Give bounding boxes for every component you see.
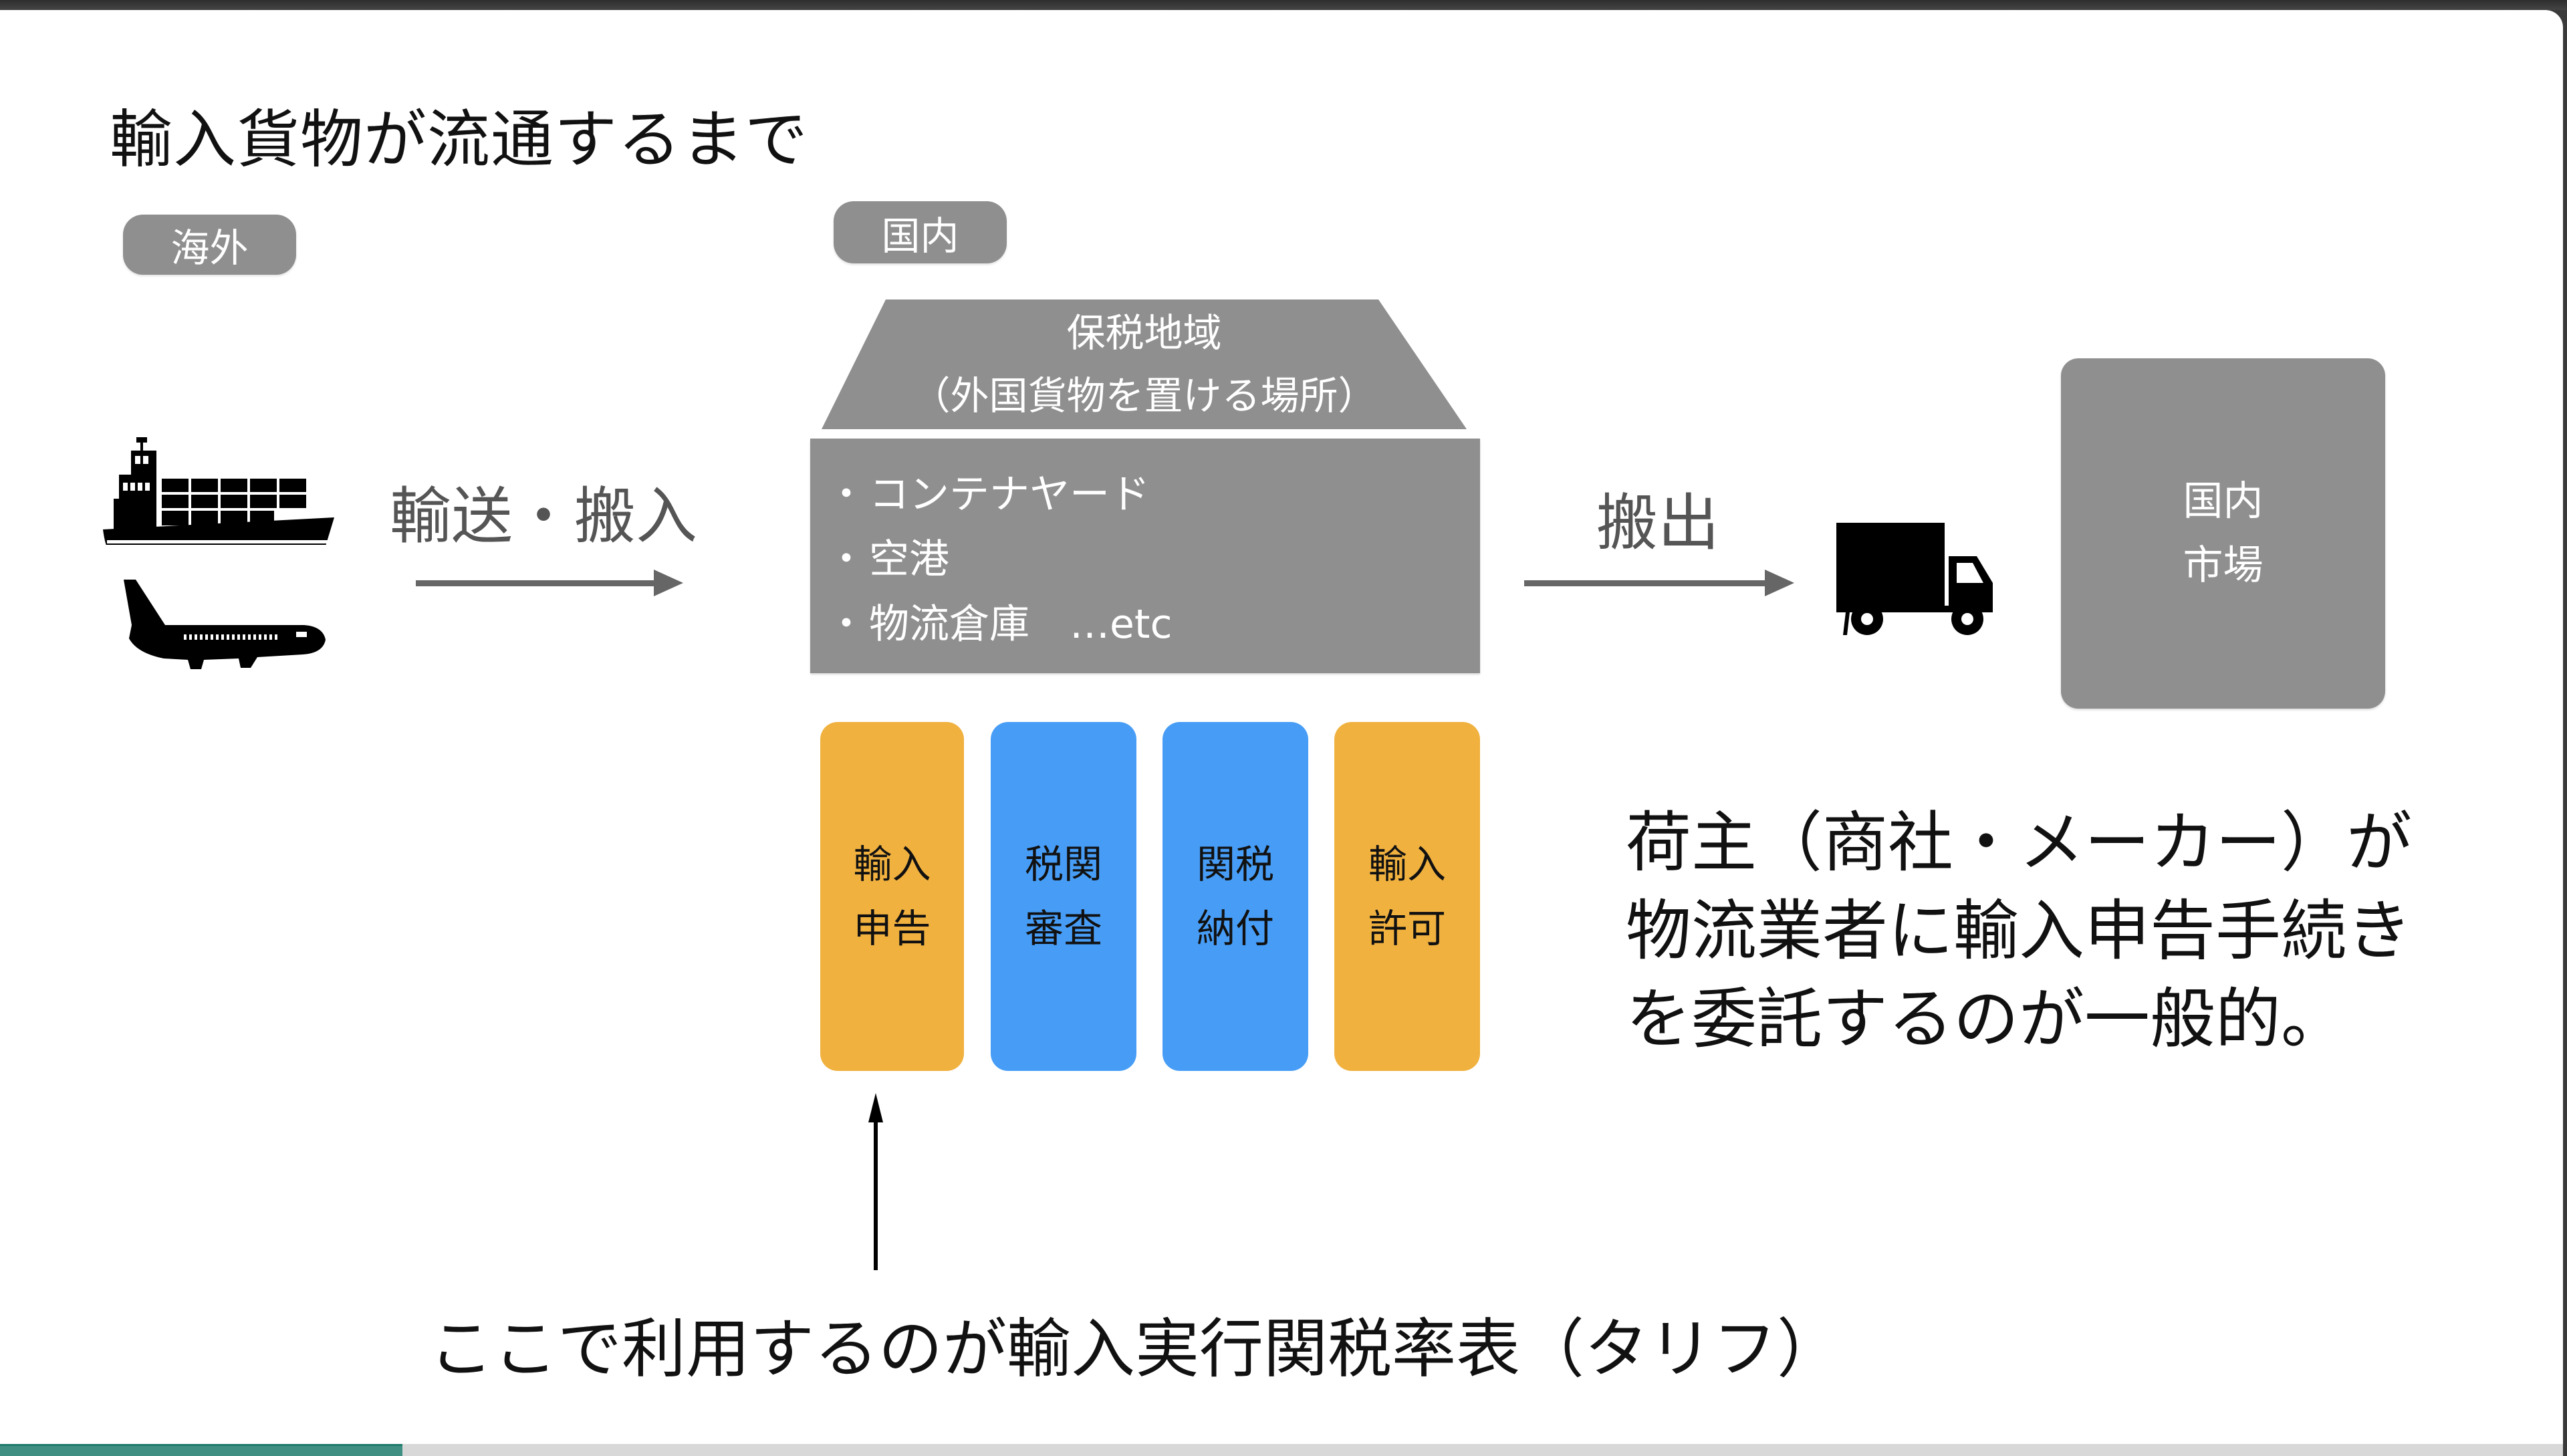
step-line: 納付	[1196, 906, 1274, 951]
bonded-area-roof	[822, 299, 1467, 429]
list-item: 物流倉庫 …etc	[826, 592, 1480, 657]
step-line: 輸入	[853, 842, 931, 887]
note-line: 物流業者に輸入申告手続き	[1626, 893, 2413, 969]
truck-icon	[1836, 523, 1993, 635]
step-line: 申告	[853, 906, 931, 951]
tariff-note: ここで利用するのが輸入実行関税率表（タリフ）	[429, 1312, 1841, 1386]
overseas-badge: 海外	[123, 215, 296, 275]
domestic-market-box: 国内市場	[2061, 358, 2385, 709]
transport-arrow	[416, 570, 683, 596]
step-line: 関税	[1196, 842, 1274, 887]
export-label: 搬出	[1596, 487, 1720, 559]
step-line: 税関	[1024, 842, 1102, 887]
container-ship-icon	[103, 437, 334, 545]
bonded-area-title-line1: 保税地域	[1066, 310, 1222, 356]
market-line: 国内	[2183, 478, 2264, 525]
window-top-bar	[0, 0, 2567, 10]
slide: 輸入貨物が流通するまで 海外 国内 輸送・搬入	[0, 10, 2563, 1456]
bonded-area-list: コンテナヤード 空港 物流倉庫 …etc	[810, 439, 1480, 657]
step-line: 審査	[1024, 906, 1102, 951]
list-item: 空港	[826, 527, 1480, 592]
transport-label: 輸送・搬入	[390, 481, 698, 552]
step-import-declaration: 輸入申告	[820, 722, 964, 1071]
step-line: 許可	[1368, 906, 1446, 951]
bonded-area-title: 保税地域 （外国貨物を置ける場所）	[822, 299, 1467, 429]
bonded-area-title-line2: （外国貨物を置ける場所）	[911, 373, 1377, 418]
domestic-badge: 国内	[834, 201, 1007, 263]
slide-progress-fill	[0, 1444, 402, 1456]
slide-title: 輸入貨物が流通するまで	[110, 104, 809, 176]
step-line: 輸入	[1368, 842, 1446, 887]
export-arrow	[1524, 570, 1794, 596]
step-import-permit: 輸入許可	[1334, 722, 1480, 1071]
bonded-area-box: コンテナヤード 空港 物流倉庫 …etc	[810, 439, 1480, 673]
step-duty-payment: 関税納付	[1163, 722, 1308, 1071]
airplane-icon	[124, 580, 326, 669]
up-arrow	[868, 1093, 883, 1270]
market-line: 市場	[2183, 542, 2264, 589]
note-line: 荷主（商社・メーカー）が	[1626, 805, 2413, 881]
list-item: コンテナヤード	[826, 463, 1480, 527]
note-line: を委託するのが一般的。	[1626, 981, 2347, 1058]
shipper-note: 荷主（商社・メーカー）が 物流業者に輸入申告手続き を委託するのが一般的。	[1626, 799, 2412, 1064]
step-customs-review: 税関審査	[991, 722, 1136, 1071]
slide-progress-bar	[0, 1444, 2563, 1456]
